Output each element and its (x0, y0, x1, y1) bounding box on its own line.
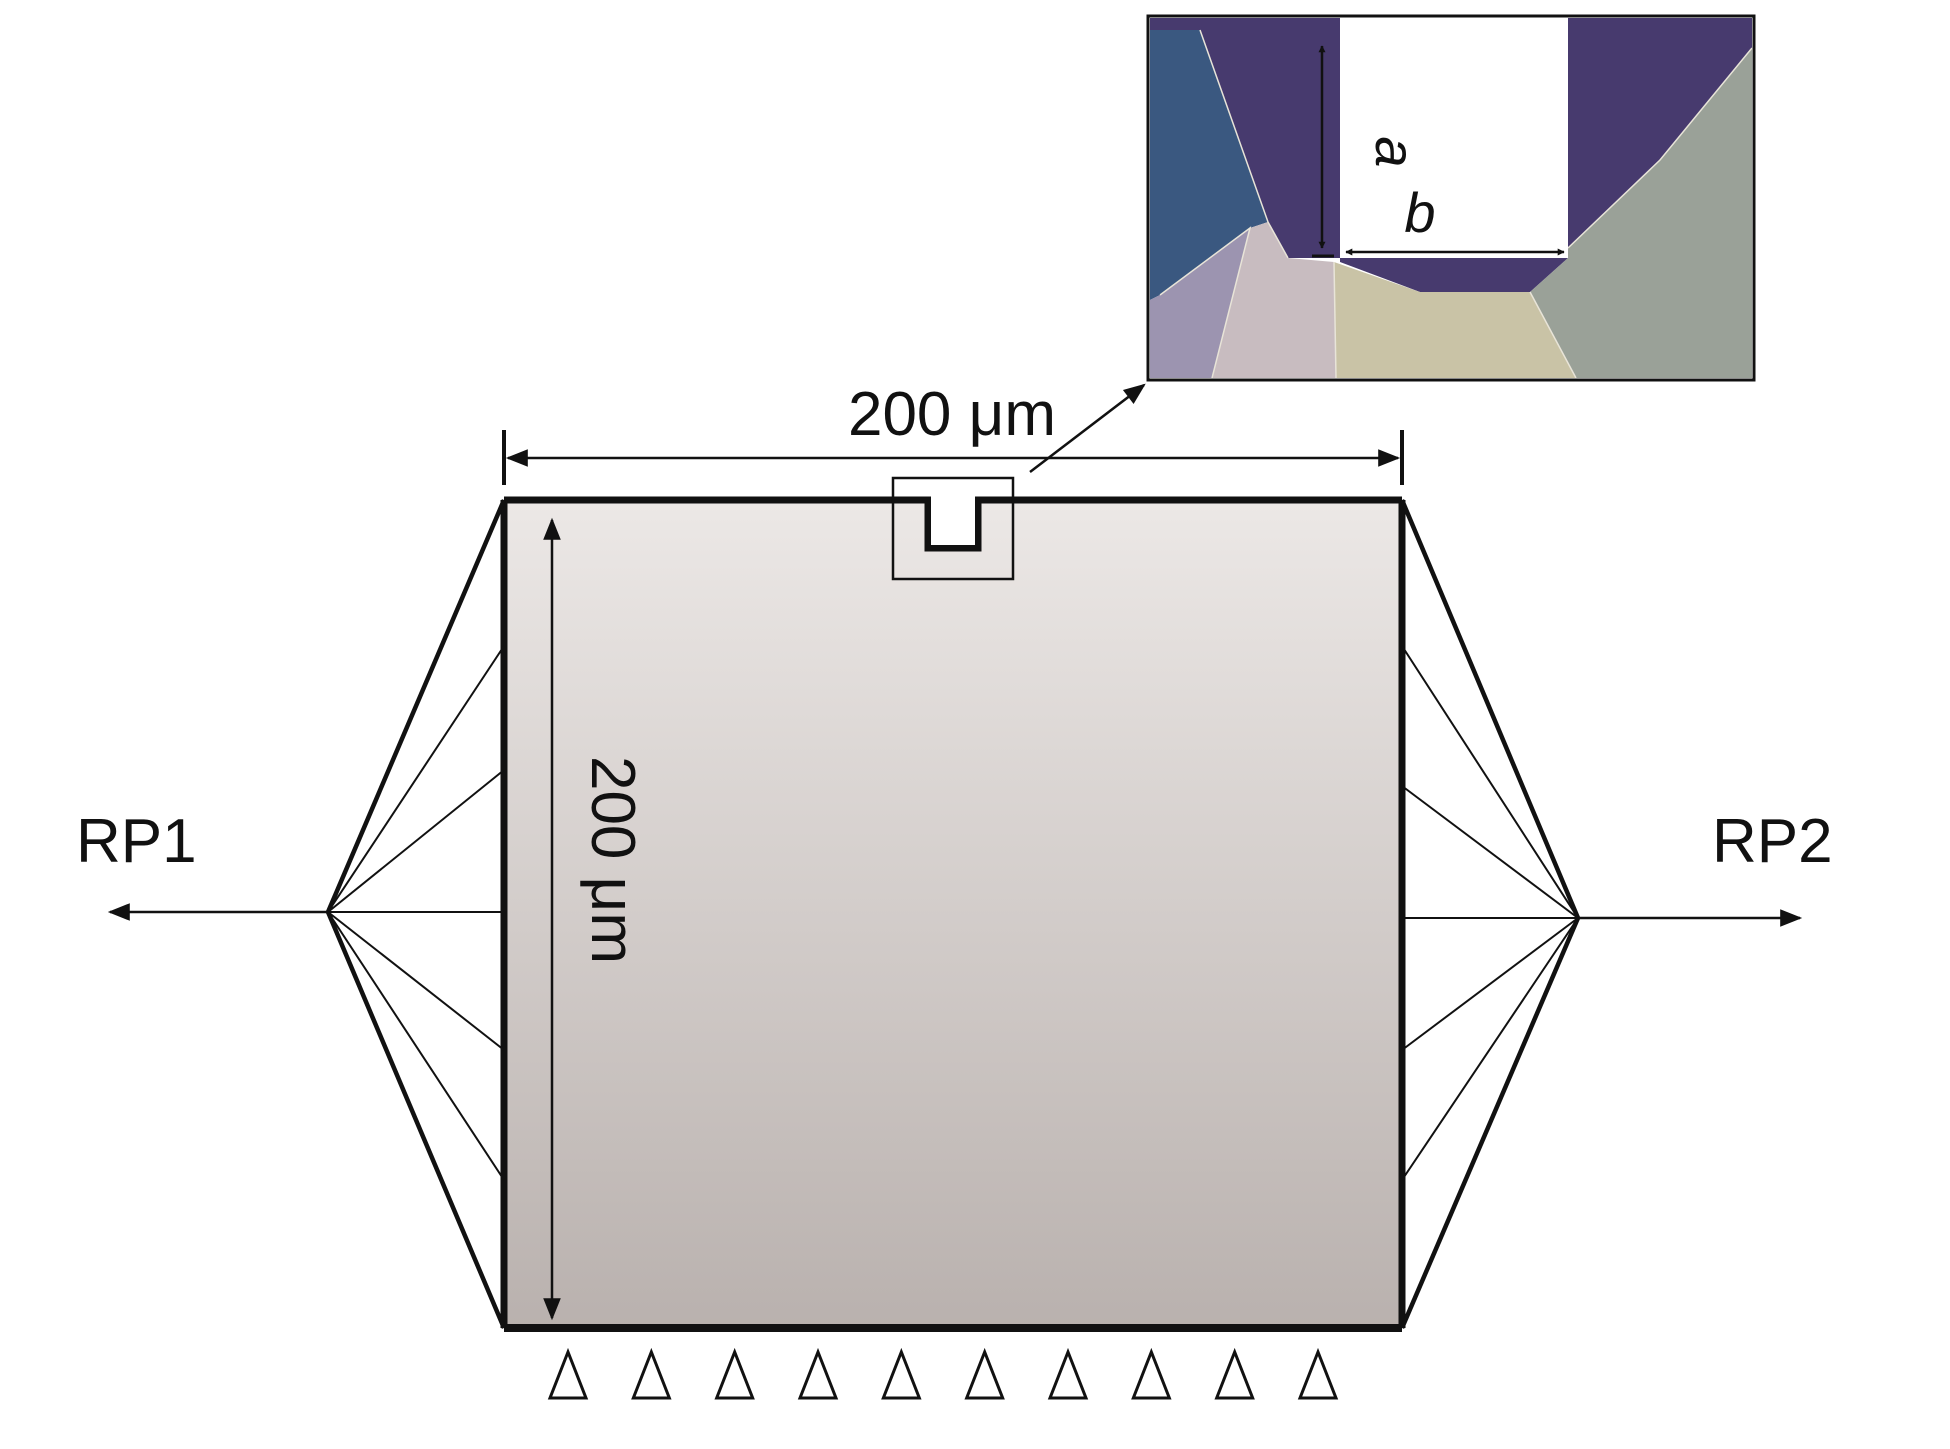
grain-grey-green (1530, 48, 1752, 378)
specimen (500, 476, 1406, 1332)
inset-leader-arrow (1029, 383, 1146, 473)
grain-purple-floor (1340, 258, 1568, 292)
notch-inset: a b (1146, 14, 1756, 382)
triangle-icon (964, 1347, 1005, 1400)
inset-label-b: b (1404, 181, 1435, 244)
height-dimension: 200 μm (543, 517, 647, 1321)
triangle-icon (1297, 1347, 1339, 1400)
width-dimension: 200 μm (502, 380, 1404, 485)
triangle-icon (631, 1347, 672, 1400)
inset-frame (1146, 14, 1756, 382)
coupling-right: RP2 (1399, 499, 1833, 1329)
notch-outline (920, 496, 986, 552)
rp2-label: RP2 (1712, 807, 1833, 876)
triangle-icon (797, 1347, 839, 1400)
triangle-icon (1214, 1347, 1255, 1400)
triangle-icon (881, 1347, 922, 1400)
grain-purple-right (1568, 18, 1752, 248)
triangle-icon (1131, 1347, 1172, 1400)
rp1-label: RP1 (76, 807, 197, 876)
grain-pink (1212, 222, 1336, 378)
triangle-icon (547, 1347, 589, 1400)
width-dimension-label: 200 μm (848, 380, 1056, 449)
triangle-icon (1047, 1347, 1089, 1400)
grain-lavender (1150, 228, 1250, 378)
height-dimension-label: 200 μm (578, 756, 647, 964)
grain-blue (1150, 30, 1268, 300)
notch-highlight-box (891, 476, 1015, 581)
boundary-supports (547, 1347, 1339, 1400)
specimen-body (504, 500, 1402, 1328)
grain-purple-left (1150, 18, 1340, 258)
inset-notch (1340, 18, 1568, 248)
inset-label-a: a (1364, 136, 1427, 167)
notch-cutout (931, 496, 975, 545)
triangle-icon (714, 1347, 755, 1400)
grain-beige (1334, 262, 1576, 378)
coupling-left: RP1 (76, 499, 507, 1329)
